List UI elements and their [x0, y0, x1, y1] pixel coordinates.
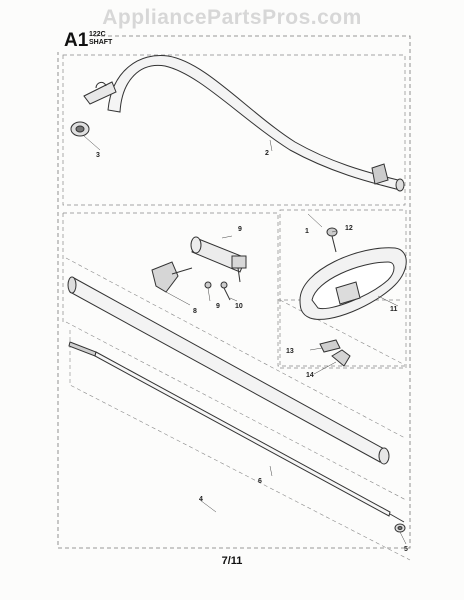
- clamp-part-9: [190, 236, 247, 283]
- drive-shaft-part-4: [68, 341, 405, 523]
- clip-part-13: [319, 339, 341, 353]
- callout-5: 5: [404, 546, 408, 553]
- callout-12: 12: [345, 225, 353, 232]
- callout-1: 1: [305, 228, 309, 235]
- callout-leader-lines: [83, 135, 407, 545]
- upper-group-frame: [62, 54, 406, 206]
- callout-11: 11: [390, 306, 398, 313]
- washer-part-5: [394, 523, 406, 533]
- cap-part-3: [70, 121, 90, 137]
- section-code: A1: [64, 30, 89, 51]
- callout-13: 13: [286, 348, 294, 355]
- section-title: SHAFT: [89, 39, 113, 46]
- screw-part-10: [204, 281, 231, 301]
- callout-3: 3: [96, 152, 100, 159]
- projection-lines: [65, 257, 411, 561]
- shaft-tube-part-6: [67, 276, 390, 465]
- screw-part-12: [326, 227, 338, 253]
- callout-10: 10: [235, 303, 243, 310]
- callout-2: 2: [265, 150, 269, 157]
- loop-handle-part-11: [299, 247, 407, 320]
- watermark: AppliancePartsPros.com: [102, 6, 362, 29]
- knob-part-8: [151, 261, 193, 293]
- callout-9-top: 9: [238, 226, 242, 233]
- callout-14: 14: [306, 372, 314, 379]
- callout-9-bottom: 9: [216, 303, 220, 310]
- wing-nut-part-14: [331, 349, 351, 367]
- outer-frame: [57, 35, 411, 549]
- model-number: 122C: [89, 31, 106, 38]
- callout-4: 4: [199, 496, 203, 503]
- callout-8: 8: [193, 308, 197, 315]
- section-heading: 122C SHAFT: [89, 31, 112, 47]
- page-number: 7/11: [221, 555, 243, 567]
- handle-shaft-part-2: [83, 54, 405, 192]
- callout-6: 6: [258, 478, 262, 485]
